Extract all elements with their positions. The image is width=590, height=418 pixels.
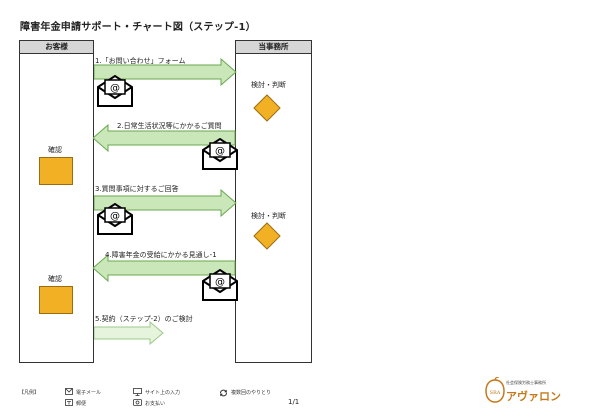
email-legend-icon [65, 388, 73, 395]
step2-label: 2.日常生活状況等にかかるご質問 [117, 122, 222, 130]
step4-mail-icon: @ [202, 269, 238, 301]
page-title: 障害年金申請サポート・チャート図（ステップ-1） [20, 22, 256, 33]
step2-mail-icon: @ [202, 138, 238, 170]
legend-email: 電子メール [76, 390, 102, 396]
page-number: 1/1 [288, 398, 300, 406]
legend-post: 郵便 [76, 401, 87, 407]
office-column-header: 当事務所 [236, 41, 311, 54]
customer-column-header: お客様 [20, 41, 93, 54]
step3-mail-glyph: @ [110, 211, 120, 222]
step5-arrow [94, 321, 164, 345]
step4-mail-glyph: @ [215, 277, 225, 288]
confirm2-label: 確認 [48, 275, 62, 283]
customer-column: お客様 [19, 40, 94, 363]
logo-emblem-icon: SRA [485, 377, 505, 403]
legend-payment: お支払い [145, 401, 166, 407]
step3-mail-icon: @ [97, 203, 133, 235]
review1-diamond [253, 94, 281, 122]
step5-label: 5.契約（ステップ-2）のご検討 [95, 315, 193, 323]
logo-tagline: 社会保険労務士事務所 [506, 380, 546, 385]
confirm1-box [39, 157, 73, 185]
office-column: 当事務所 [235, 40, 312, 363]
legend-label: 【凡例】 [19, 390, 40, 396]
logo-name: アヴァロン [506, 390, 561, 403]
repeat-legend-icon [220, 389, 227, 397]
step3-label: 3.質問事項に対するご回答 [95, 185, 179, 193]
legend-site: サイト上の入力 [145, 390, 181, 396]
review2-diamond [253, 222, 281, 250]
payment-legend-icon [133, 399, 142, 406]
logo-mark: SRA [490, 390, 501, 396]
step1-mail-glyph: @ [110, 83, 120, 94]
monitor-legend-icon [133, 388, 142, 396]
confirm2-box [39, 286, 73, 314]
step4-label: 4.障害年金の受給にかかる見通し-1 [105, 251, 217, 259]
confirm1-label: 確認 [48, 146, 62, 154]
office-logo: SRA 社会保険労務士事務所 アヴァロン [485, 375, 575, 407]
review2-label: 検討・判断 [251, 212, 286, 220]
step1-mail-icon: @ [97, 75, 133, 107]
step2-mail-glyph: @ [215, 146, 225, 157]
review1-label: 検討・判断 [251, 81, 286, 89]
step1-label: 1.「お問い合わせ」フォーム [95, 57, 186, 65]
post-legend-icon [65, 399, 73, 406]
legend-repeat: 複数回のやりとり [231, 390, 272, 396]
